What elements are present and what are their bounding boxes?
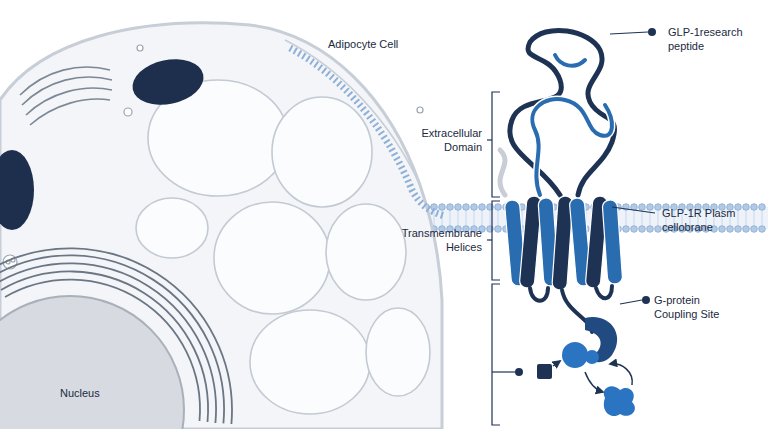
- lipid-head: [727, 226, 734, 233]
- lipid-head: [639, 226, 646, 233]
- lipid-head: [647, 226, 654, 233]
- lipid-head: [751, 226, 758, 233]
- lipid-head: [655, 204, 662, 211]
- lipid-head: [495, 204, 502, 211]
- brackets: [487, 92, 515, 425]
- lipid-tail: [754, 211, 755, 225]
- leader-lines: [610, 32, 655, 304]
- node-outline: [0, 295, 185, 429]
- lipid-tail: [650, 211, 651, 225]
- callout-label: GLP-1R Plasm cellobrane: [662, 206, 750, 234]
- lipid-tail: [490, 211, 491, 225]
- lipid-head: [647, 204, 654, 211]
- lipid-head: [439, 204, 446, 211]
- lipid-tail: [746, 211, 747, 225]
- g-protein: [562, 317, 635, 416]
- extracellular-domain: [500, 30, 615, 195]
- lipid-head: [735, 204, 742, 211]
- lipid-tail: [450, 211, 451, 225]
- lipid-droplets: [136, 80, 430, 414]
- bracket-label: Extracellular Domain: [398, 126, 482, 154]
- node-label: Nucleus: [60, 386, 100, 400]
- lipid-head: [631, 226, 638, 233]
- lipid-head: [495, 226, 502, 233]
- node-outline-shape: [0, 296, 184, 429]
- lipid-tail: [642, 211, 643, 225]
- lipid-head: [743, 226, 750, 233]
- lipid-head: [743, 204, 750, 211]
- lipid-tail: [762, 211, 763, 225]
- lipid-tail: [738, 211, 739, 225]
- lipid-tail: [434, 211, 435, 225]
- lipid-tail: [626, 211, 627, 225]
- lipid-tail: [658, 211, 659, 225]
- lipid-head: [623, 226, 630, 233]
- lipid-head: [471, 204, 478, 211]
- bracket-label: Transmembrane Helices: [388, 226, 482, 254]
- lipid-head: [455, 204, 462, 211]
- lipid-head: [639, 204, 646, 211]
- cell-label: Adipocyte Cell: [328, 37, 438, 51]
- lipid-tail: [482, 211, 483, 225]
- mitochondria: [0, 53, 208, 230]
- lipid-head: [751, 204, 758, 211]
- lipid-head: [479, 204, 486, 211]
- lipid-head: [463, 204, 470, 211]
- leader-dot: [515, 368, 523, 376]
- callout-label: G-protein Coupling Site: [654, 293, 744, 321]
- lipid-tail: [498, 211, 499, 225]
- ligand-square: [537, 364, 552, 379]
- lipid-head: [655, 226, 662, 233]
- g-protein-arrows: [553, 361, 632, 392]
- transmembrane-helices: [504, 196, 623, 291]
- lipid-head: [447, 204, 454, 211]
- lipid-tail: [474, 211, 475, 225]
- lipid-tail: [634, 211, 635, 225]
- lipid-head: [759, 226, 766, 233]
- callout-label: GLP-1research peptide: [668, 25, 760, 53]
- leader-dots: [642, 28, 656, 304]
- golgi: [20, 67, 112, 125]
- lipid-tail: [466, 211, 467, 225]
- lipid-head: [735, 226, 742, 233]
- lipid-head: [719, 226, 726, 233]
- nucleus-shape: Nucleus: [0, 295, 185, 429]
- lipid-head: [759, 204, 766, 211]
- lipid-tail: [458, 211, 459, 225]
